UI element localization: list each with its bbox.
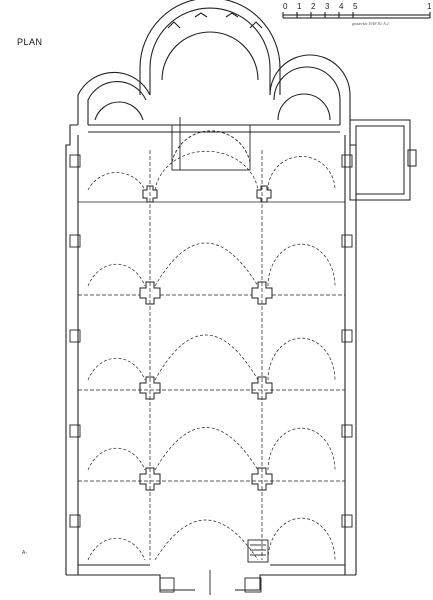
central-apse [139,0,281,95]
scale-tick-label: 1 [297,2,302,11]
right-apse [269,54,351,125]
plan-title: PLAN [17,37,43,47]
scale-tick-label: 2 [311,2,316,11]
scale-caption: grauerkis 1918 30. A.J. [352,21,390,26]
corner-mark: A- [22,550,27,556]
scale-tick-label: 0 [283,2,288,11]
scale-tick-label: 3 [325,2,330,11]
scale-tick-label: 4 [339,2,344,11]
scale-bar [282,12,431,19]
entrance [159,539,269,595]
left-apse [77,71,151,125]
transverse-lines [78,150,345,560]
piers [139,185,273,491]
vault-arcs [87,150,336,561]
side-chapel [349,119,417,201]
scale-tick-label: 5 [353,2,358,11]
wall-pilasters [69,154,353,528]
scale-end-label: 1 [427,2,432,11]
sanctuary [88,117,340,171]
